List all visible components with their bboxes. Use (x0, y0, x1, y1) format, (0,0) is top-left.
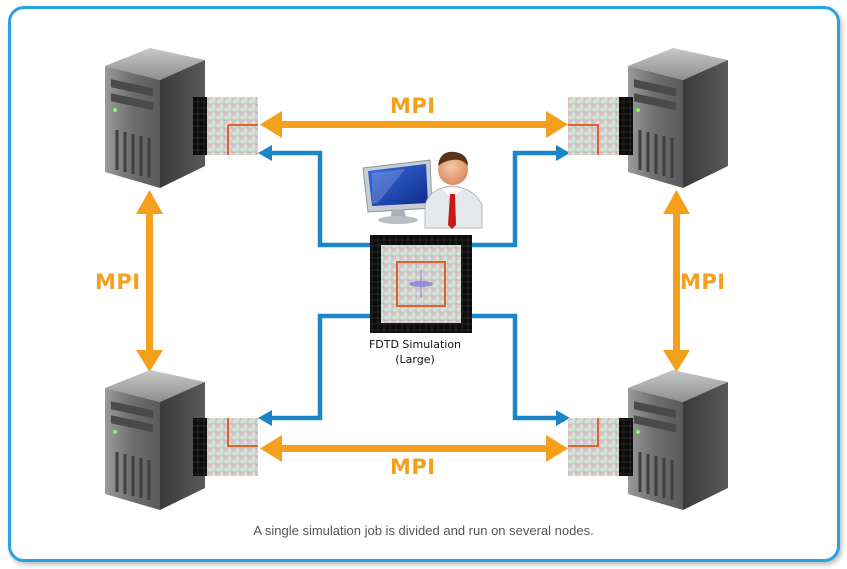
center-label-subtitle: (Large) (395, 353, 435, 366)
mpi-label-bottom: MPI (390, 455, 436, 479)
mpi-label-right: MPI (680, 270, 726, 294)
link-arrowheads (258, 145, 570, 426)
arrowhead-icon (258, 145, 272, 161)
arrowhead-icon (556, 145, 570, 161)
link-line-top-right (472, 150, 560, 248)
server-icon (628, 370, 728, 510)
server-bottom-right (628, 370, 728, 510)
link-line-bottom-left (268, 313, 370, 421)
server-bottom-left (105, 370, 205, 510)
diagram-caption: A single simulation job is divided and r… (253, 523, 594, 538)
link-line-bottom-right (472, 313, 560, 421)
center-simulation-grid (370, 235, 472, 333)
subgrid-top-left (193, 97, 258, 155)
server-top-right (628, 48, 728, 188)
mpi-label-top: MPI (390, 94, 436, 118)
user-workstation-icon (362, 151, 483, 229)
user-workstation (362, 151, 483, 229)
mpi-arrows (136, 111, 690, 462)
link-line-top-left (265, 150, 370, 248)
mpi-label-left: MPI (95, 270, 141, 294)
server-icon (105, 48, 205, 188)
arrowhead-icon (258, 410, 272, 426)
subgrid-bottom-left (193, 418, 258, 476)
server-icon (105, 370, 205, 510)
subgrid-top-right (568, 97, 633, 155)
server-top-left (105, 48, 205, 188)
simulation-grid-icon (370, 235, 472, 333)
link-lines (265, 150, 560, 421)
arrowhead-icon (556, 410, 570, 426)
server-icon (628, 48, 728, 188)
subgrid-bottom-right (568, 418, 633, 476)
center-label-title: FDTD Simulation (368, 338, 462, 351)
center-label: FDTD Simulation (Large) (360, 337, 470, 367)
